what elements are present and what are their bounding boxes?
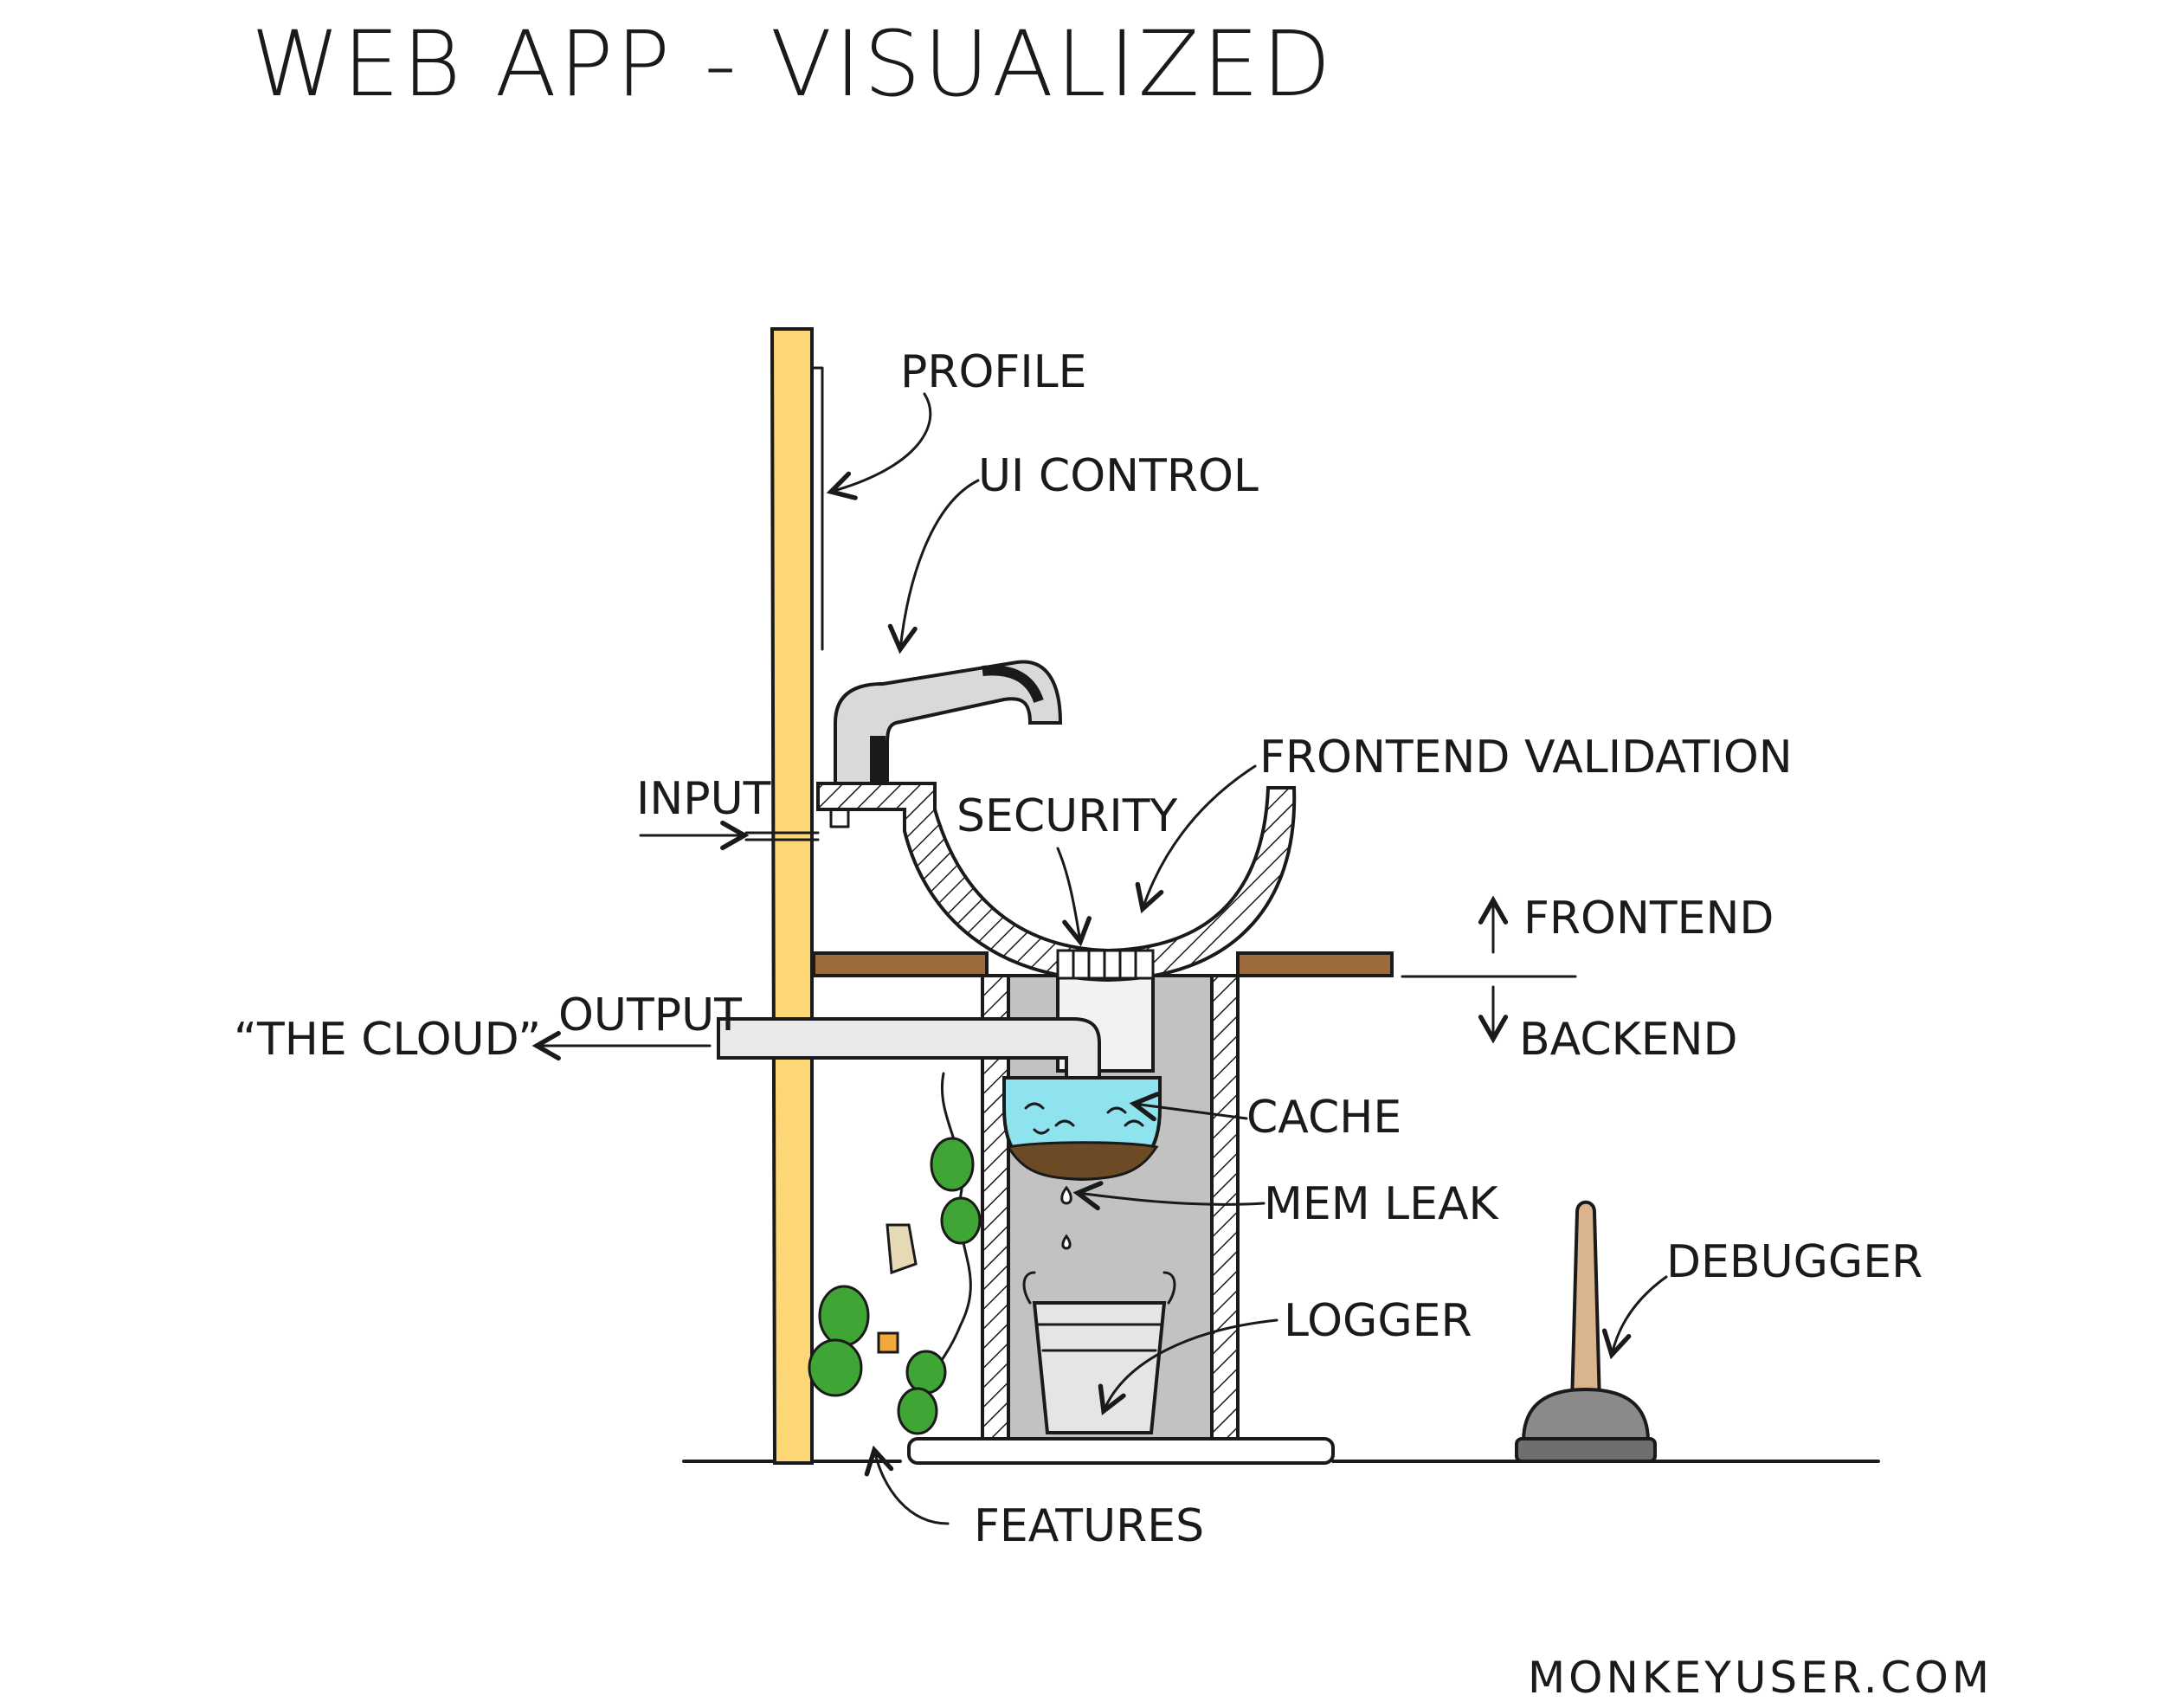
features-bugs bbox=[808, 1072, 982, 1435]
input-connector bbox=[829, 808, 850, 828]
arrow-logger bbox=[1098, 1318, 1278, 1416]
label-security: SECURITY bbox=[956, 790, 1177, 842]
label-output: OUTPUT bbox=[558, 989, 742, 1041]
label-logger: LOGGER bbox=[1284, 1295, 1472, 1347]
arrow-profile bbox=[826, 392, 932, 500]
cache-cup bbox=[1002, 1076, 1162, 1182]
arrow-features bbox=[864, 1445, 950, 1525]
arrow-cache bbox=[1129, 1092, 1248, 1122]
comic-title: WEB APP - VISUALIZED bbox=[251, 11, 1334, 117]
logger-bucket bbox=[1022, 1271, 1176, 1434]
label-arrows bbox=[531, 392, 1668, 1525]
plunger-debugger bbox=[1515, 1200, 1657, 1463]
arrow-debugger bbox=[1601, 1275, 1668, 1360]
label-cache: CACHE bbox=[1246, 1092, 1401, 1144]
label-features: FEATURES bbox=[974, 1500, 1204, 1552]
arrow-mem-leak bbox=[1072, 1181, 1266, 1211]
arrow-security bbox=[1056, 847, 1092, 947]
arrow-ui-control bbox=[887, 479, 980, 654]
label-debugger: DEBUGGER bbox=[1666, 1236, 1922, 1288]
label-the-cloud: “THE CLOUD” bbox=[234, 1014, 541, 1066]
label-ui-control: UI CONTROL bbox=[978, 450, 1259, 502]
label-frontend: FRONTEND bbox=[1523, 893, 1774, 944]
leak-drops bbox=[1060, 1185, 1072, 1250]
label-backend: BACKEND bbox=[1519, 1014, 1738, 1066]
arrow-frontend-validation bbox=[1135, 764, 1257, 914]
label-mem-leak: MEM LEAK bbox=[1264, 1178, 1500, 1230]
site-credit: MONKEYUSER.COM bbox=[1528, 1653, 1993, 1703]
faucet-ui-control bbox=[834, 660, 1063, 785]
label-frontend-validation: FRONTEND VALIDATION bbox=[1259, 732, 1793, 783]
wall bbox=[770, 327, 824, 1465]
label-profile: PROFILE bbox=[900, 346, 1087, 398]
input-pipe bbox=[744, 831, 820, 841]
sink-bowl bbox=[816, 782, 1297, 983]
counter-top bbox=[812, 951, 1394, 977]
label-input: INPUT bbox=[636, 773, 771, 825]
security-grate bbox=[1056, 949, 1155, 980]
